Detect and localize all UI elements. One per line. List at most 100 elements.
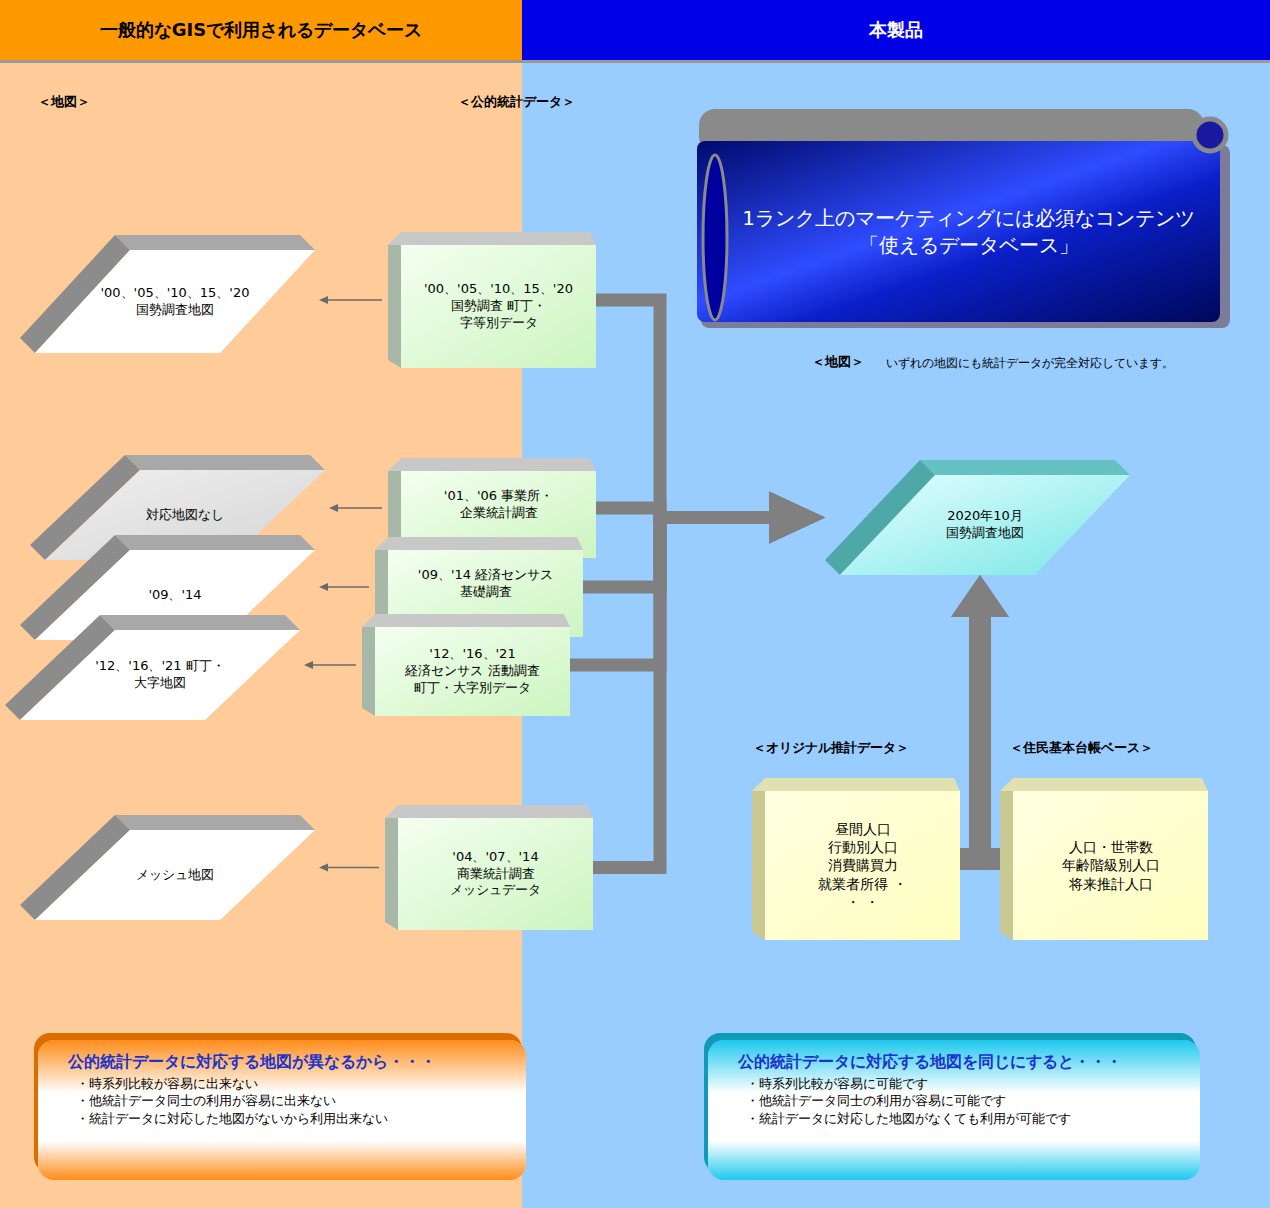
plate-face [35,830,315,920]
data-box: '04、'07、'14 商業統計調査 メッシュデータ [385,805,593,930]
box-top-bevel [362,614,570,627]
arrow-head [769,492,825,544]
callout-bullet: ・統計データに対応した地図がないから利用出来ない [76,1110,388,1128]
connector [319,864,379,872]
node-text: 昼間人口 行動別人口 消費購買力 就業者所得 ・ ・ ・ [813,820,913,911]
box-top-bevel [375,537,583,550]
header-band: 本製品 [522,0,1270,60]
text-area: 1ランク上のマーケティングには必須なコンテンツ 「使えるデータベース」 [739,145,1199,318]
node-text: 2020年10月 国勢調査地図 [915,508,1055,542]
plate-top-bevel [115,235,315,250]
box-side-bevel [385,818,398,930]
text-area: 昼間人口 行動別人口 消費購買力 就業者所得 ・ ・ ・ [813,791,913,940]
text-area: 本製品 [522,0,1270,60]
arrow-head [769,492,825,544]
node-text: 本製品 [869,18,923,41]
callout-heading: 公的統計データに対応する地図を同じにすると・・・ [738,1052,1122,1073]
scroll-body [697,141,1220,322]
arrow-head [319,583,328,591]
connector-line [327,586,369,588]
text-area: 公的統計データに対応する地図が異なるから・・・・時系列比較が容易に出来ない・他統… [68,1048,516,1172]
header-rule [0,60,1270,63]
arrow-head [769,492,825,544]
callout-bullet: ・他統計データ同士の利用が容易に可能です [746,1092,1006,1110]
box-top-bevel [1000,778,1208,791]
box-face [1013,791,1208,940]
data-box: 人口・世帯数 年齢階級別人口 将来推計人口 [1000,778,1208,940]
text-area: 一般的なGISで利用されるデータベース [0,0,522,60]
data-box: 昼間人口 行動別人口 消費購買力 就業者所得 ・ ・ ・ [752,778,960,940]
node-text: '00、'05、'10、15、'20 国勢調査 町丁・字等別データ [424,281,574,332]
node-text: '12、'16、'21 町丁・大字地図 [85,658,235,692]
text-area: '12、'16、'21 町丁・大字地図 [85,630,235,720]
section-label: ＜住民基本台帳ベース＞ [1010,739,1153,757]
plate-top-bevel [115,815,315,830]
plate-face [45,470,325,560]
box-top-bevel [752,778,960,791]
plate-face [35,250,315,353]
node-text: 対応地図なし [146,507,224,524]
connector [329,504,382,512]
text-area: '04、'07、'14 商業統計調査 メッシュデータ [421,818,571,930]
text-area: '01、'06 事業所・企業統計調査 [424,471,574,539]
arrow-head [319,864,328,872]
connector [319,583,369,591]
scroll-curl [1194,119,1226,151]
callout-bullet: ・他統計データ同士の利用が容易に出来ない [76,1092,336,1110]
text-area: 公的統計データに対応する地図を同じにすると・・・・時系列比較が容易に可能です・他… [738,1048,1190,1172]
section-label: ＜オリジナル推計データ＞ [753,739,909,757]
section-label: ＜地図＞ [38,93,90,111]
callout-bullet: ・時系列比較が容易に出来ない [76,1075,258,1093]
arrow-head [769,492,825,544]
plate-face [20,630,300,720]
arrow-head [951,575,1009,617]
box-side-bevel [1000,791,1013,940]
box-face [765,791,960,940]
connector-line [596,300,773,518]
connector [596,300,825,544]
box-top-bevel [385,805,593,818]
text-area: '09、'14 経済センサス 基礎調査 [411,550,561,618]
text-area: '12、'16、'21 経済センサス 活動調査 町丁・大字別データ [398,627,548,716]
connector-line [312,664,356,666]
map-plate: '12、'16、'21 町丁・大字地図 [5,615,300,720]
arrow-head [951,575,1009,617]
plate-top-bevel [100,615,300,630]
map-plate: 2020年10月 国勢調査地図 [825,460,1130,575]
connector-line [327,867,379,869]
arrow-head [319,296,328,304]
box-side-bevel [362,627,375,716]
scroll-curl [703,155,727,320]
scroll-banner: 1ランク上のマーケティングには必須なコンテンツ 「使えるデータベース」 [697,105,1232,330]
text-area: 人口・世帯数 年齢階級別人口 将来推計人口 [1053,791,1169,940]
callout-bullet: ・統計データに対応した地図がなくても利用が可能です [746,1110,1071,1128]
connector-line [583,518,773,588]
summary-callout: 公的統計データに対応する地図が異なるから・・・・時系列比較が容易に出来ない・他統… [38,1040,526,1180]
box-top-bevel [388,232,596,245]
connector [583,492,825,588]
section-label: いずれの地図にも統計データが完全対応しています。 [886,356,1174,371]
node-text: 一般的なGISで利用されるデータベース [100,18,422,41]
node-text: '12、'16、'21 経済センサス 活動調査 町丁・大字別データ [398,646,548,697]
arrow-head [769,492,825,544]
data-box: '12、'16、'21 経済センサス 活動調査 町丁・大字別データ [362,614,570,716]
connector-line [980,615,1000,859]
section-label: ＜公的統計データ＞ [458,93,575,111]
node-text: 人口・世帯数 年齢階級別人口 将来推計人口 [1053,838,1169,893]
node-text: 1ランク上のマーケティングには必須なコンテンツ 「使えるデータベース」 [739,205,1199,259]
callout-bullet: ・時系列比較が容易に可能です [746,1075,928,1093]
summary-callout: 公的統計データに対応する地図を同じにすると・・・・時系列比較が容易に可能です・他… [708,1040,1200,1180]
text-area: '00、'05、'10、15、'20 国勢調査地図 [100,250,250,353]
arrow-head [329,504,338,512]
data-box: '00、'05、'10、15、'20 国勢調査 町丁・字等別データ [388,232,596,368]
section-label: ＜地図＞ [812,353,864,371]
node-text: '04、'07、'14 商業統計調査 メッシュデータ [421,849,571,900]
box-side-bevel [388,245,401,368]
box-face [401,245,596,368]
node-text: '00、'05、'10、15、'20 国勢調査地図 [100,285,250,319]
box-side-bevel [752,791,765,940]
text-area: '00、'05、'10、15、'20 国勢調査 町丁・字等別データ [424,245,574,368]
connector-line [327,299,382,301]
plate-top-bevel [125,455,325,470]
